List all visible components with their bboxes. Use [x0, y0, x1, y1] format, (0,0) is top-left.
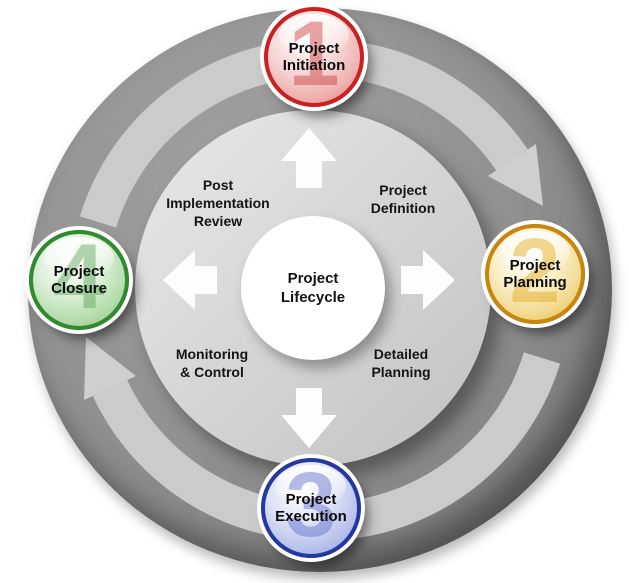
stage-badge-initiation: 1 Project Initiation [264, 7, 364, 107]
quadrant-label-monitoring-control: Monitoring & Control [175, 346, 249, 380]
stage-label-initiation: Project Initiation [282, 40, 346, 74]
stage-number-4: 4 [53, 230, 105, 329]
center-hub-label: Project Lifecycle [280, 270, 346, 306]
center-hub: Project Lifecycle [241, 216, 385, 360]
quadrant-label-post-implementation-review: Post Implementation Review [166, 177, 270, 229]
quadrant-label-project-definition: Project Definition [370, 182, 436, 216]
stage-label-execution: Project Execution [275, 491, 347, 525]
stage-badge-closure: 4 Project Closure [29, 230, 129, 330]
badge-gloss-highlight [276, 464, 346, 508]
stage-label-closure: Project Closure [51, 263, 107, 297]
stage-badge-planning: 2 Project Planning [485, 224, 585, 324]
stage-number-3: 3 [285, 458, 337, 557]
badge-gloss-highlight [279, 13, 349, 57]
stage-number-1: 1 [288, 7, 340, 106]
quadrant-label-detailed-planning: Detailed Planning [371, 346, 431, 380]
badge-gloss-highlight [500, 230, 570, 274]
badge-gloss-highlight [44, 236, 114, 280]
stage-label-planning: Project Planning [503, 257, 567, 291]
stage-number-2: 2 [509, 224, 561, 323]
stage-badge-execution: 3 Project Execution [261, 458, 361, 558]
